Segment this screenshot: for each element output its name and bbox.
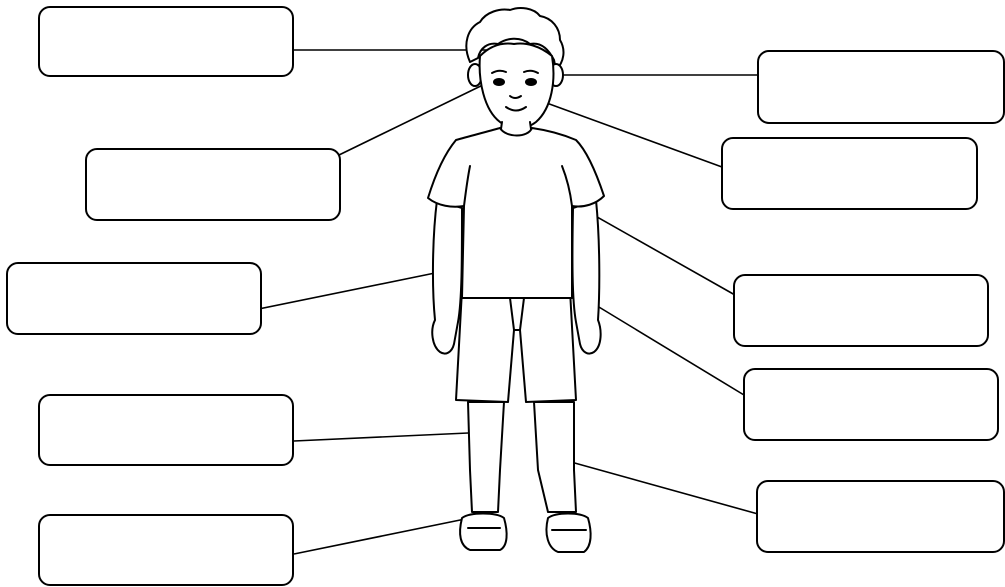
label-box-leg[interactable]: [38, 394, 294, 466]
label-box-ear[interactable]: [757, 50, 1005, 124]
leader-line-foot: [294, 518, 470, 554]
label-box-foot[interactable]: [38, 514, 294, 586]
label-box-nose[interactable]: [721, 137, 978, 210]
left-sandal: [460, 514, 507, 551]
leader-line-knee: [571, 462, 758, 514]
label-box-shorts[interactable]: [743, 368, 999, 441]
label-box-knee[interactable]: [756, 480, 1005, 553]
shorts-shape: [456, 290, 576, 402]
label-box-hair[interactable]: [38, 6, 294, 77]
label-box-eye[interactable]: [85, 148, 341, 221]
leader-line-leg: [294, 432, 490, 441]
right-leg: [534, 402, 576, 512]
right-eye: [526, 79, 536, 85]
right-arm: [572, 200, 600, 354]
label-box-shirt[interactable]: [733, 274, 989, 347]
face-shape: [480, 44, 554, 129]
right-sandal: [546, 514, 590, 553]
left-arm: [432, 200, 462, 354]
leader-line-hand: [249, 273, 435, 311]
left-eye: [494, 79, 504, 85]
label-box-hand[interactable]: [6, 262, 262, 335]
boy-figure: [428, 8, 604, 552]
left-leg: [468, 402, 504, 512]
